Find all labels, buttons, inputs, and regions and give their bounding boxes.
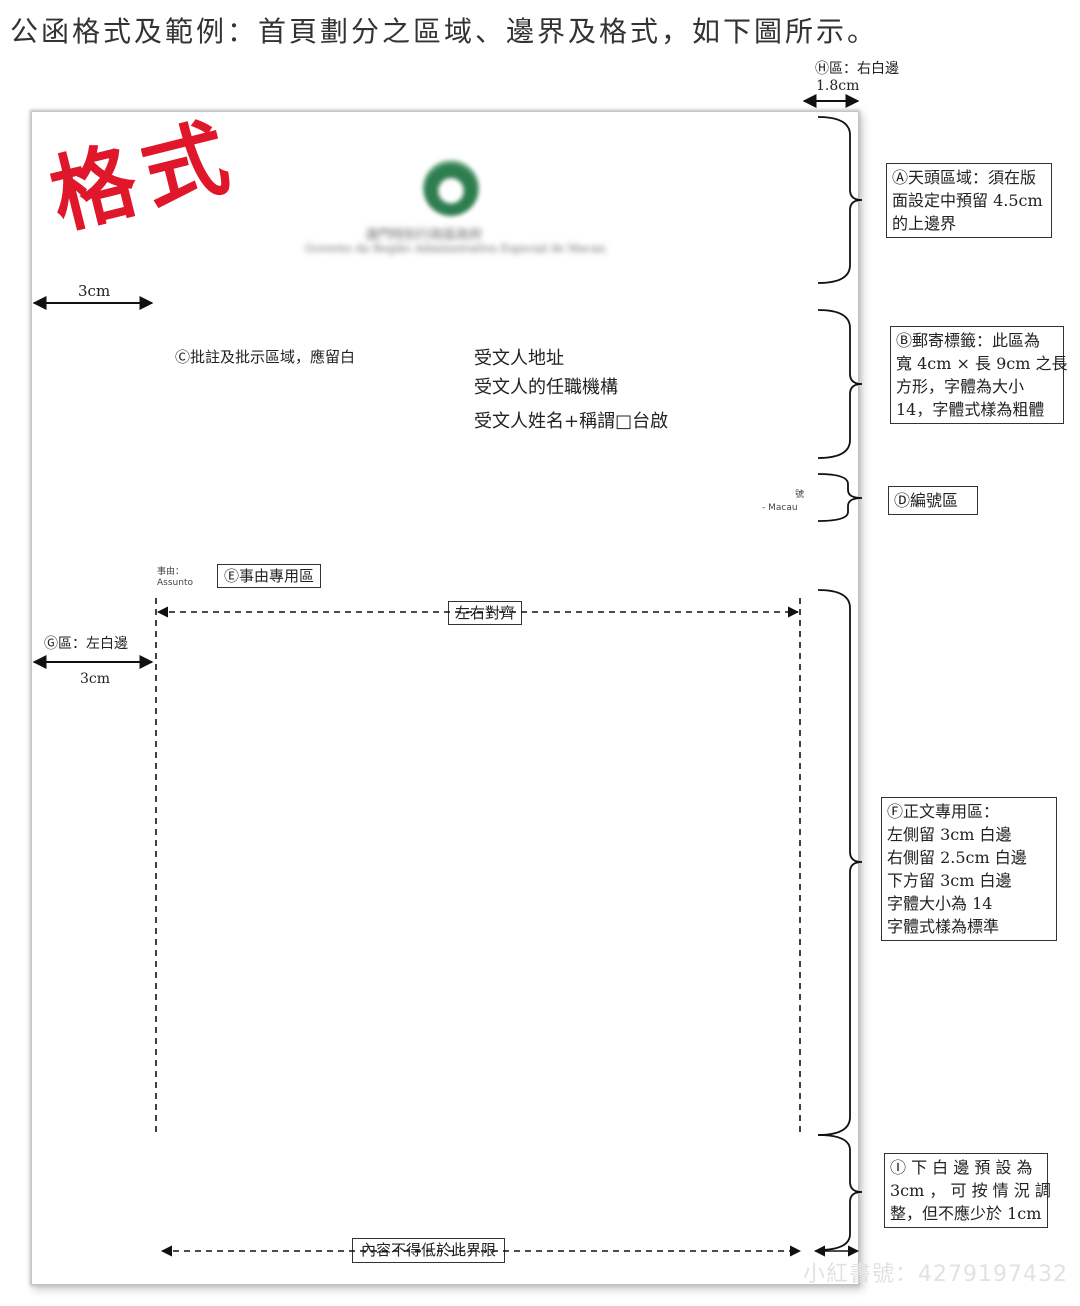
document-page (32, 112, 858, 1284)
left-margin-value: 3cm (80, 671, 111, 687)
zone-e-label: Ⓔ事由專用區 (217, 564, 322, 588)
brace-d (817, 473, 863, 522)
subject-label-zh: 事由： (157, 567, 185, 577)
right-margin-value: 1.8cm (816, 78, 860, 94)
letterhead-org-name: 澳門特別行政區政府 (365, 228, 483, 243)
recipient-organization: 受文人的任職機構 (474, 377, 618, 398)
brace-i (817, 1134, 863, 1251)
brace-b (817, 309, 863, 459)
left-margin-top-value: 3cm (78, 282, 111, 300)
letterhead-org-name-pt: Governo da Região Administrativa Especia… (305, 242, 606, 255)
brace-a (817, 116, 863, 284)
reference-number-text: 號 (795, 490, 805, 500)
left-margin-label: Ⓖ區：左白邊 (44, 636, 128, 652)
subject-label-pt: Assunto (157, 578, 193, 588)
government-emblem-icon (423, 160, 479, 216)
page-title: 公函格式及範例：首頁劃分之區域、邊界及格式，如下圖所示。 (10, 15, 879, 48)
annotation-a: Ⓐ天頭區域：須在版 面設定中預留 4.5cm 的上邊界 (886, 163, 1052, 238)
reference-macau-text: - Macau (762, 503, 798, 513)
recipient-name-title: 受文人姓名+稱謂□台啟 (474, 411, 669, 432)
watermark: 小紅書號：4279197432 (803, 1262, 1068, 1287)
recipient-address: 受文人地址 (474, 348, 564, 369)
zone-c-label: Ⓒ批註及批示區域，應留白 (175, 348, 356, 366)
brace-f (817, 589, 863, 1136)
annotation-b: Ⓑ郵寄標籤：此區為 寬 4cm × 長 9cm 之長 方形，字體為大小 14，字… (890, 326, 1067, 424)
annotation-i: Ⓘ 下 白 邊 預 設 為 3cm ， 可 按 情 況 調 整，但不應少於 1c… (884, 1153, 1051, 1228)
right-margin-label: Ⓗ區：右白邊 (815, 61, 899, 77)
annotation-f: Ⓕ正文專用區： 左側留 3cm 白邊 右側留 2.5cm 白邊 下方留 3cm … (881, 797, 1057, 941)
annotation-d: Ⓓ編號區 (888, 486, 978, 515)
